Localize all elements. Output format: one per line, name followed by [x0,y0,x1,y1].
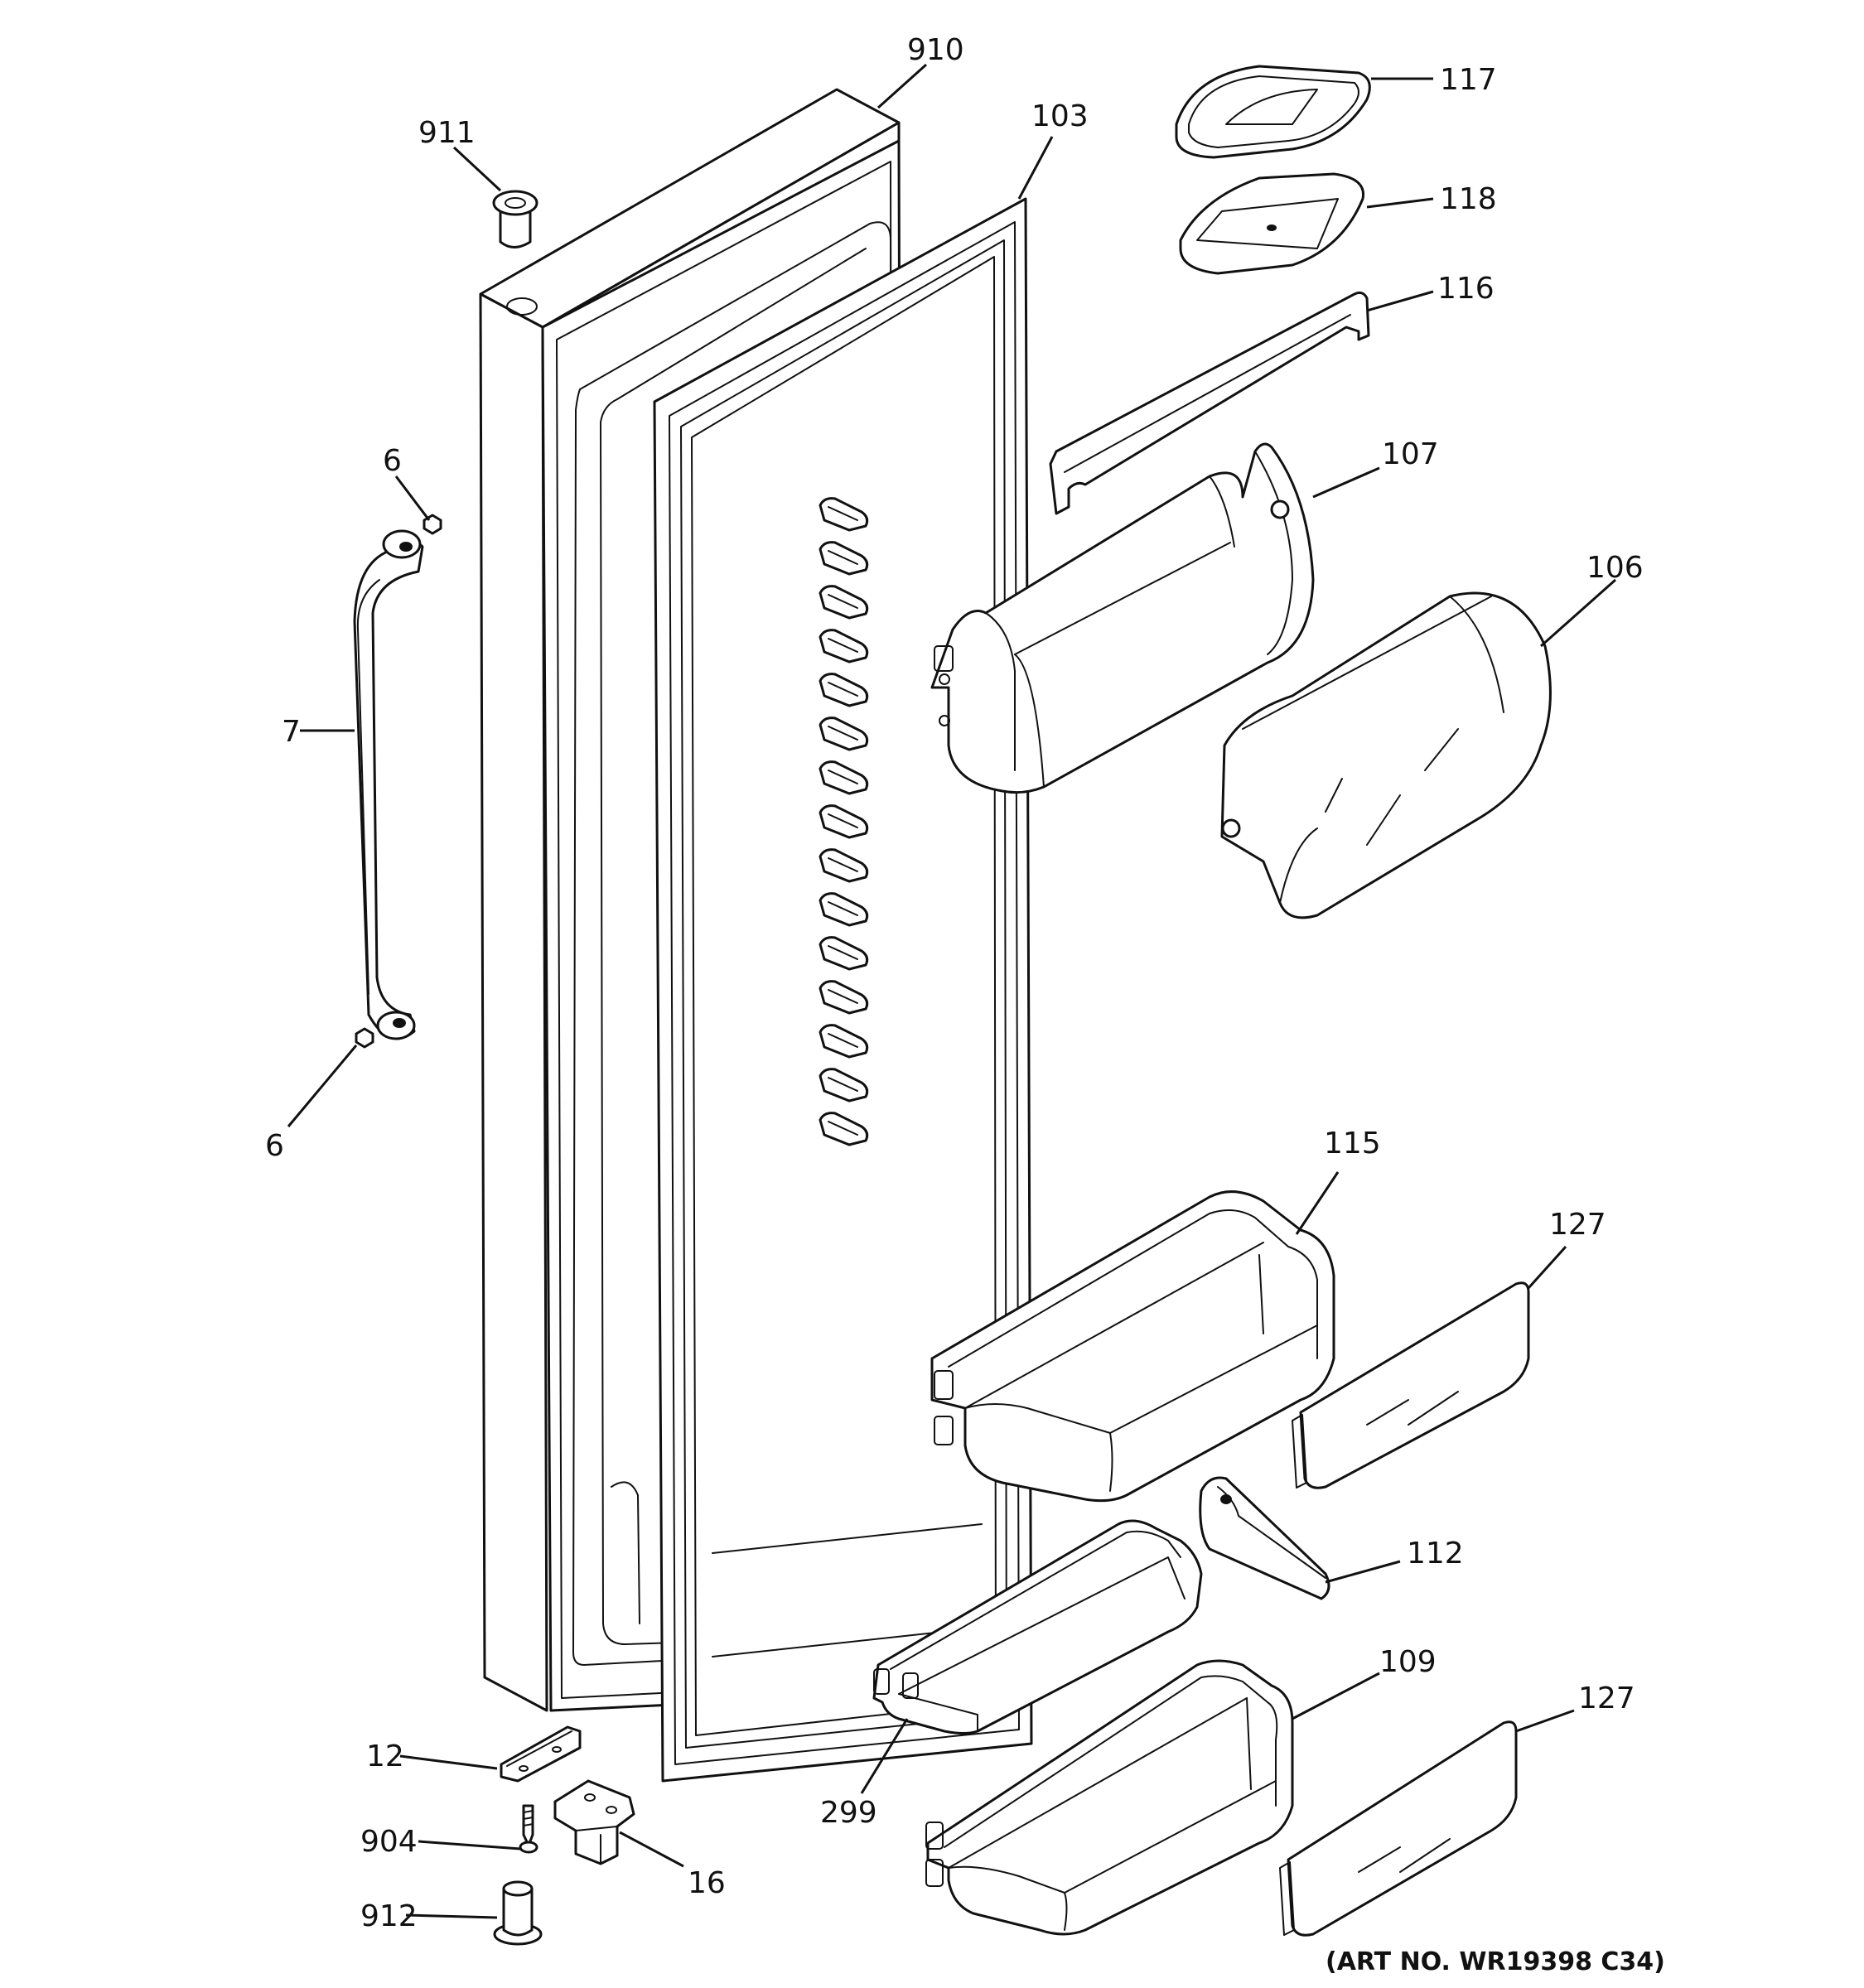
door-bin-115 [930,1190,1335,1503]
callout-911: 911 [418,116,476,150]
dairy-door-cover [1175,65,1371,159]
leader-112 [1325,1560,1401,1584]
leader-299 [860,1718,909,1794]
bin-clip-detail [828,1077,858,1092]
callout-103: 103 [1031,99,1089,133]
door-handle [353,529,424,1040]
leader-106 [1540,578,1616,648]
leader-109 [1292,1672,1380,1720]
bin-clip-detail [828,770,858,784]
callout-115: 115 [1324,1127,1381,1160]
art-number: (ART NO. WR19398 C34) [1326,1947,1665,1976]
callout-127-top: 127 [1549,1208,1606,1242]
leader-904 [418,1840,521,1850]
leader-6-top [394,475,431,521]
bin-clip-detail [828,1033,858,1048]
bin-clip-detail [828,945,858,960]
callout-904: 904 [360,1825,418,1859]
callout-118: 118 [1440,182,1497,216]
liner-bin-clips [819,497,869,1146]
leader-118 [1366,197,1434,209]
bin-clip-detail [828,506,858,521]
callout-6-bottom: 6 [265,1129,284,1163]
callout-106: 106 [1586,551,1644,585]
handle-screw-bottom [355,1027,374,1049]
door-shelf-299 [872,1519,1203,1735]
leader-127-bottom [1515,1709,1575,1733]
hinge-bushing-bottom [493,1880,543,1946]
leader-12 [399,1754,498,1770]
bin-clip-detail [828,638,858,653]
callout-6-top: 6 [383,444,402,478]
leader-910 [876,63,928,109]
callout-912: 912 [360,1899,418,1933]
callout-910: 910 [907,33,964,67]
leader-912 [405,1913,498,1919]
bin-clip-detail [828,901,858,916]
callout-16: 16 [688,1866,726,1900]
screw-904 [519,1804,538,1854]
bin-cover-127-bottom [1279,1720,1518,1937]
callout-127-bottom: 127 [1578,1682,1635,1715]
callout-112: 112 [1407,1537,1464,1571]
shelf-rail [1049,291,1370,515]
bin-clip-detail [828,1121,858,1136]
callout-117: 117 [1440,63,1497,97]
bin-clip-detail [828,857,858,872]
bin-clip-detail [828,989,858,1004]
bin-clip-detail [828,594,858,609]
hinge-bushing-top [492,190,538,248]
bin-cover-106 [1220,591,1552,919]
door-bin-107 [930,442,1315,794]
leader-911 [452,146,502,192]
leader-103 [1017,136,1054,200]
callout-116: 116 [1437,272,1495,306]
bin-divider-112 [1199,1476,1330,1600]
bin-clip-detail [828,550,858,565]
bin-cover-127-top [1292,1281,1530,1489]
callout-107: 107 [1382,437,1439,471]
door-bin-109 [925,1659,1294,1936]
hinge-bracket-16 [553,1779,635,1865]
dairy-door-base [1179,172,1365,275]
callout-12: 12 [366,1740,404,1773]
bin-clip-detail [828,726,858,741]
callout-7: 7 [282,715,301,749]
callout-109: 109 [1379,1645,1437,1679]
leader-107 [1312,466,1380,499]
leader-6-bottom [287,1045,358,1127]
leader-lines [287,63,1616,1919]
leader-16 [619,1831,684,1868]
leader-115 [1295,1171,1340,1235]
callout-labels: 911 910 103 117 118 116 107 106 6 7 6 11… [265,33,1665,1976]
leader-116 [1366,290,1434,312]
callout-299: 299 [820,1796,877,1830]
hinge-plate-12 [500,1725,582,1783]
bin-clip-detail [828,682,858,697]
leader-127-top [1527,1245,1567,1290]
bin-clip-detail [828,813,858,828]
